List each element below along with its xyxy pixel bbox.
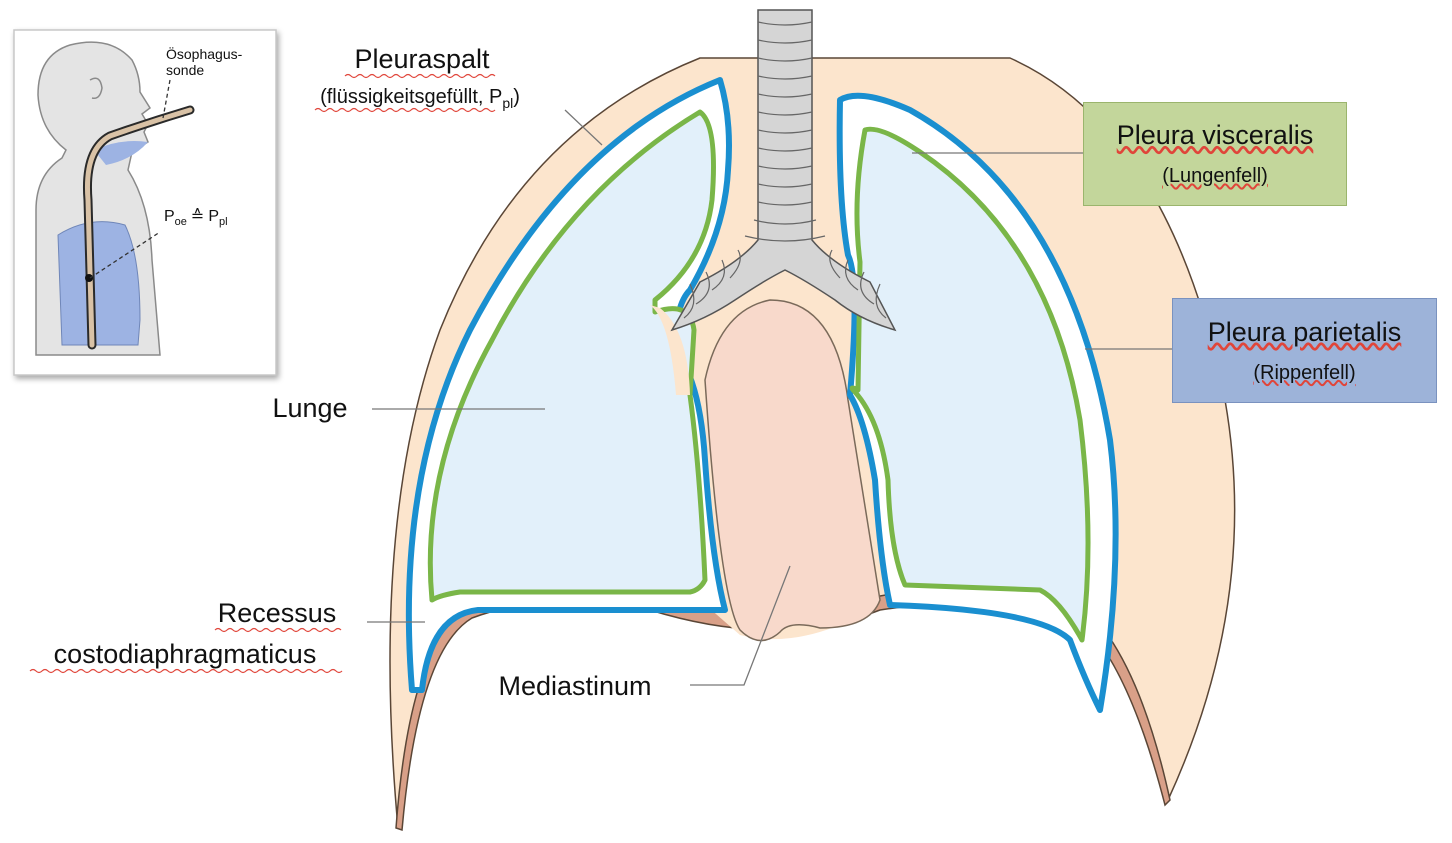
- recessus-label-line2: costodiaphragmaticus: [54, 639, 317, 669]
- spellcheck-underlines: [29, 73, 496, 674]
- pleura-parietalis-title: Pleura parietalis: [1207, 316, 1402, 347]
- leader-lines: [367, 109, 1173, 686]
- left-lung: [427, 109, 716, 603]
- esophageal-probe: [84, 107, 193, 348]
- pleura-parietalis-subtitle: (Rippenfell): [1253, 361, 1356, 384]
- lunge-label: Lunge: [272, 393, 347, 423]
- pleura-parietalis-box: Pleura parietalis (Rippenfell): [1172, 298, 1437, 403]
- probe-label-line1: Ösophagus-: [166, 45, 243, 62]
- thorax-diagram: [367, 9, 1236, 832]
- pressure-formula: Poe≙Ppl: [164, 208, 228, 228]
- pleura-visceralis-box: Pleura visceralis (Lungenfell): [1083, 102, 1347, 206]
- recessus-label-line1: Recessus: [218, 598, 337, 628]
- pleura-visceralis-subtitle: (Lungenfell): [1162, 165, 1268, 187]
- pleuraspalt-title: Pleuraspalt: [354, 44, 490, 74]
- pleura-visceralis-title: Pleura visceralis: [1116, 120, 1314, 150]
- inset-lung: [57, 221, 141, 346]
- right-lung: [849, 126, 1091, 643]
- inset-figure: Ösophagus- sonde Poe≙Ppl: [13, 29, 277, 376]
- trachea: [670, 9, 897, 332]
- pleuraspalt-subtitle: (flüssigkeitsgefüllt, Ppl): [320, 86, 520, 111]
- mediastinum-label: Mediastinum: [498, 671, 651, 701]
- mediastinum-heart: [704, 299, 881, 642]
- probe-label-line2: sonde: [166, 62, 204, 78]
